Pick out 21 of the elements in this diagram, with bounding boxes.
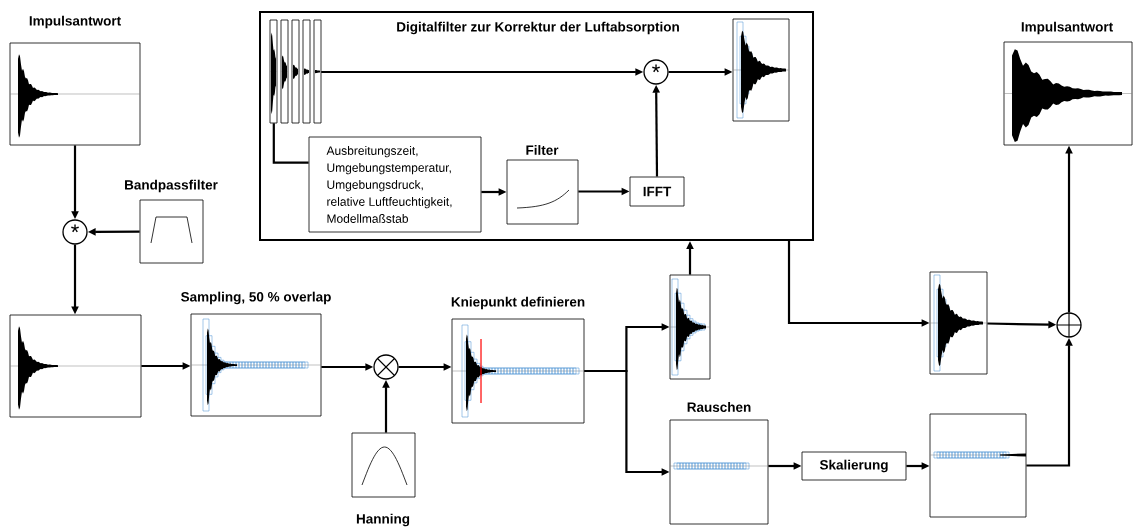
- arrow: [272, 123, 309, 164]
- operator-symbol: [1056, 312, 1082, 338]
- heading: Filter: [526, 145, 559, 155]
- heading: Impulsantwort: [29, 15, 121, 29]
- process-box: Skalierung: [801, 451, 907, 481]
- process-box: IFFT: [629, 176, 685, 207]
- heading: Bandpassfilter: [125, 179, 218, 193]
- heading: Rauschen: [687, 402, 751, 412]
- heading: Kniepunkt definieren: [451, 296, 585, 310]
- operator-symbol: [373, 354, 399, 380]
- heading: Hanning: [356, 513, 410, 527]
- waveform-plot: [929, 271, 988, 375]
- heading: Digitalfilter zur Korrektur der Luftabsorption: [397, 21, 679, 35]
- heading: Impulsantwort: [1021, 21, 1113, 35]
- waveform-plot: [9, 314, 142, 418]
- segments-drawing: [269, 19, 322, 124]
- parameter-box: Ausbreitungszeit, Umgebungstemperatur, Umgebungsdruck, relative Luftfeuchtigkeit, Modellmaßstab: [308, 136, 482, 233]
- waveform-plot: [669, 274, 711, 380]
- waveform-plot: [929, 413, 1027, 518]
- waveform-plot: [732, 18, 790, 122]
- heading: Sampling, 50 % overlap: [181, 291, 331, 305]
